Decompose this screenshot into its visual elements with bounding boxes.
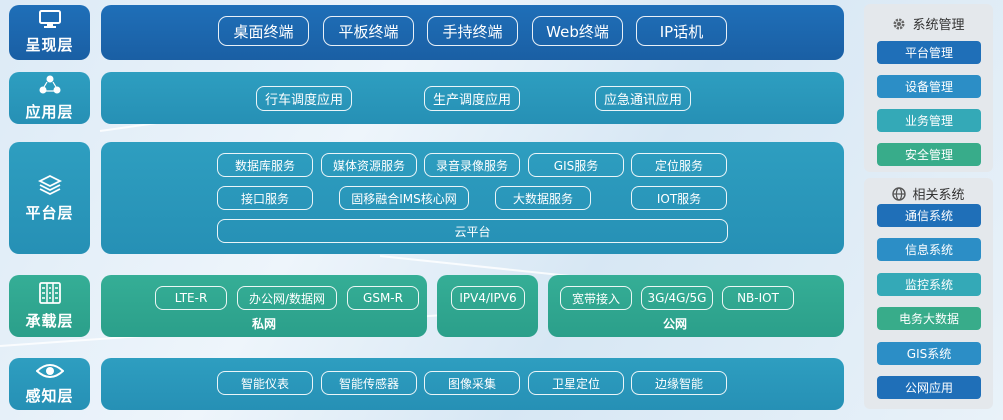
- ipv-band: IPV4/IPV6: [437, 275, 538, 337]
- net-broadband[interactable]: 宽带接入: [560, 286, 632, 310]
- layers-icon: [37, 174, 62, 195]
- net-mobile[interactable]: 3G/4G/5G: [641, 286, 713, 310]
- terminal-handheld[interactable]: 手持终端: [427, 16, 518, 46]
- perception-band: 智能仪表 智能传感器 图像采集 卫星定位 边缘智能: [101, 358, 844, 410]
- network-nodes-icon: [39, 75, 60, 93]
- terminal-web[interactable]: Web终端: [532, 16, 623, 46]
- private-network-band: LTE-R 办公网/数据网 GSM-R 私网: [101, 275, 427, 337]
- layer-name: 呈现层: [25, 36, 74, 54]
- terminal-tablet[interactable]: 平板终端: [323, 16, 414, 46]
- svc-location[interactable]: 定位服务: [631, 153, 727, 177]
- related-systems-label: 相关系统: [912, 188, 965, 203]
- sensor-smart-sensor[interactable]: 智能传感器: [321, 371, 417, 395]
- terminal-ip-phone[interactable]: IP话机: [636, 16, 727, 46]
- sidebar-item-public-apps[interactable]: 公网应用: [877, 376, 981, 399]
- layer-name: 应用层: [25, 102, 74, 121]
- sensor-satellite[interactable]: 卫星定位: [528, 371, 624, 395]
- layer-name: 感知层: [25, 386, 74, 405]
- layer-label-presentation: 呈现层: [9, 5, 90, 60]
- net-office-data[interactable]: 办公网/数据网: [237, 286, 337, 310]
- net-gsm-r[interactable]: GSM-R: [347, 286, 419, 310]
- presentation-band: 桌面终端 平板终端 手持终端 Web终端 IP话机: [101, 5, 844, 60]
- app-production-dispatch[interactable]: 生产调度应用: [424, 86, 520, 111]
- sidebar-item-gis-system[interactable]: GIS系统: [877, 342, 981, 365]
- layer-label-platform: 平台层: [9, 142, 90, 254]
- sidebar-item-info-system[interactable]: 信息系统: [877, 238, 981, 261]
- layer-name: 承载层: [25, 311, 74, 330]
- sidebar-item-monitor-system[interactable]: 监控系统: [877, 273, 981, 296]
- svc-database[interactable]: 数据库服务: [217, 153, 313, 177]
- svc-gis[interactable]: GIS服务: [528, 153, 624, 177]
- globe-icon: [892, 186, 907, 201]
- system-management-panel: 系统管理 平台管理 设备管理 业务管理 安全管理: [864, 4, 993, 172]
- private-network-title: 私网: [251, 317, 276, 331]
- svc-iot[interactable]: IOT服务: [631, 186, 727, 210]
- gear-icon: [893, 18, 905, 29]
- layer-label-perception: 感知层: [9, 358, 90, 410]
- sidebar-item-platform-mgmt[interactable]: 平台管理: [877, 41, 981, 64]
- terminal-desktop[interactable]: 桌面终端: [218, 16, 309, 46]
- related-systems-panel: 相关系统 通信系统 信息系统 监控系统 电务大数据 GIS系统 公网应用: [864, 178, 993, 409]
- app-train-dispatch[interactable]: 行车调度应用: [256, 86, 352, 111]
- monitor-icon: [38, 10, 61, 28]
- related-systems-title: 相关系统: [864, 184, 993, 203]
- public-network-band: 宽带接入 3G/4G/5G NB-IOT 公网: [548, 275, 844, 337]
- server-rack-icon: [38, 281, 61, 304]
- platform-band: 数据库服务 媒体资源服务 录音录像服务 GIS服务 定位服务 接口服务 固移融合…: [101, 142, 844, 254]
- sidebar-item-comms-system[interactable]: 通信系统: [877, 204, 981, 227]
- eye-icon: [35, 363, 64, 378]
- sidebar-item-signal-bigdata[interactable]: 电务大数据: [877, 307, 981, 330]
- sensor-smart-meter[interactable]: 智能仪表: [217, 371, 313, 395]
- svc-big-data[interactable]: 大数据服务: [495, 186, 591, 210]
- system-management-label: 系统管理: [912, 18, 965, 33]
- sidebar-item-business-mgmt[interactable]: 业务管理: [877, 109, 981, 132]
- layer-name: 平台层: [25, 203, 74, 222]
- net-ipv4-ipv6[interactable]: IPV4/IPV6: [451, 286, 525, 310]
- layer-label-application: 应用层: [9, 72, 90, 124]
- cloud-platform[interactable]: 云平台: [217, 219, 728, 243]
- svc-interface[interactable]: 接口服务: [217, 186, 313, 210]
- system-management-title: 系统管理: [864, 14, 993, 33]
- application-band: 行车调度应用 生产调度应用 应急通讯应用: [101, 72, 844, 124]
- sidebar-item-security-mgmt[interactable]: 安全管理: [877, 143, 981, 166]
- sensor-image-capture[interactable]: 图像采集: [424, 371, 520, 395]
- layer-label-bearer: 承载层: [9, 275, 90, 337]
- sensor-edge-ai[interactable]: 边缘智能: [631, 371, 727, 395]
- net-nb-iot[interactable]: NB-IOT: [722, 286, 794, 310]
- svc-media-resource[interactable]: 媒体资源服务: [321, 153, 417, 177]
- app-emergency-comms[interactable]: 应急通讯应用: [595, 86, 691, 111]
- net-lte-r[interactable]: LTE-R: [155, 286, 227, 310]
- public-network-title: 公网: [662, 317, 687, 331]
- svc-recording[interactable]: 录音录像服务: [424, 153, 520, 177]
- svc-ims-core[interactable]: 固移融合IMS核心网: [339, 186, 469, 210]
- sidebar-item-device-mgmt[interactable]: 设备管理: [877, 75, 981, 98]
